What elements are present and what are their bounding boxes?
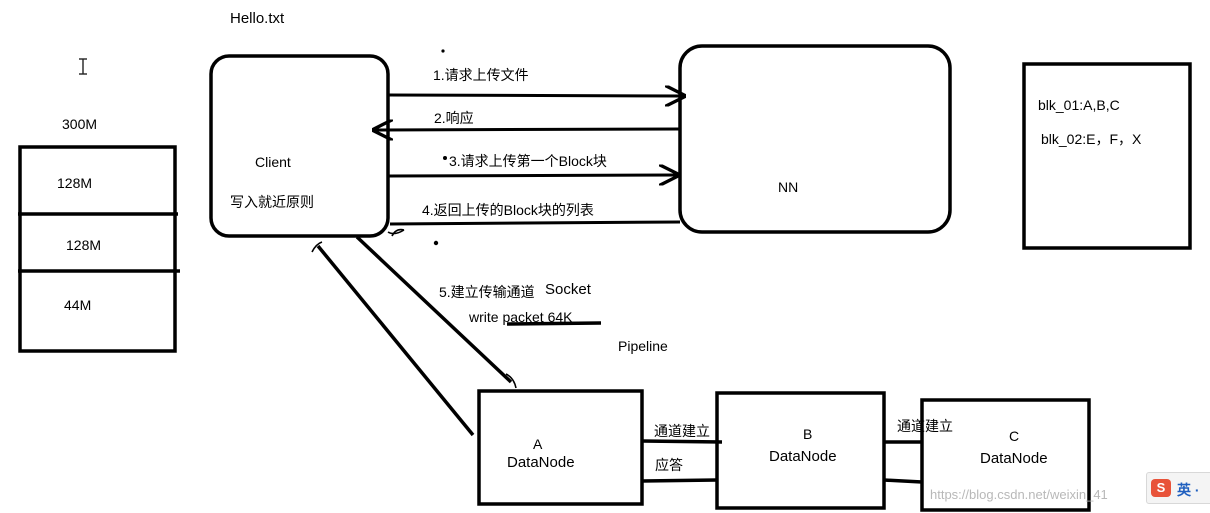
ack-channel-arrowhead [311,241,323,253]
metadata-box [1022,62,1192,250]
link-ab-bottom [641,478,718,483]
watermark-text: https://blog.csdn.net/weixin_41 [930,487,1108,502]
packet-underline [506,321,602,326]
ack-channel-line [316,244,475,437]
step-2-label: 2.响应 [434,110,474,126]
block-size-label: 128M [66,237,102,253]
block-size-label: 128M [57,175,93,191]
step-4-label: 4.返回上传的Block块的列表 [422,202,594,218]
datanode-c-label: DataNode [980,450,1048,467]
sogou-icon[interactable]: S [1151,479,1171,497]
namenode-box [678,44,952,234]
pipeline-label: Pipeline [618,338,668,354]
datanode-c-id: C [1009,428,1020,444]
link-bc-bottom [883,478,923,484]
datanode-a-id: A [533,436,543,452]
socket-channel-arrowhead [505,373,517,389]
file-size-label: 300M [62,116,98,132]
metadata-line-1: blk_01:A,B,C [1038,97,1120,113]
packet-label: write packet 64K [469,309,573,325]
datanode-a-label: DataNode [507,454,575,471]
step-3-label: 3.请求上传第一个Block块 [449,153,607,169]
file-block-box [18,145,180,353]
datanode-b-label: DataNode [769,448,837,465]
arrow-return-list-head [387,228,405,237]
arrow-return-list [389,220,681,226]
link-ab-top [641,439,723,444]
step-1-label: 1.请求上传文件 [433,67,529,83]
ime-toolbar[interactable]: S 英 · [1146,472,1210,504]
socket-channel-line [355,235,513,384]
arrow-response [374,129,681,130]
dot-mark [433,240,439,246]
dot-mark [443,156,447,160]
link-bc-top-label: 通道建立 [897,418,953,434]
step-5-label: 5.建立传输通道 [439,284,535,300]
arrow-request-block [387,175,678,176]
file-name-label: Hello.txt [230,10,285,27]
datanode-a-box [477,389,644,506]
text-cursor-icon [79,58,87,75]
link-ab-bottom-label: 应答 [655,457,683,473]
datanode-b-box [715,391,886,510]
metadata-line-2: blk_02:E，F，X [1041,131,1142,147]
link-ab-top-label: 通道建立 [654,423,710,439]
dot-mark [441,49,445,53]
block-size-label: 44M [64,297,92,313]
client-box [209,54,390,238]
datanode-c-box [920,398,1091,512]
client-note: 写入就近原则 [230,194,314,210]
client-label: Client [255,154,291,170]
socket-label: Socket [545,281,591,298]
namenode-label: NN [778,179,799,195]
arrow-request-upload [387,95,684,96]
datanode-b-id: B [803,426,813,442]
ime-language-toggle[interactable]: 英 · [1177,482,1200,498]
